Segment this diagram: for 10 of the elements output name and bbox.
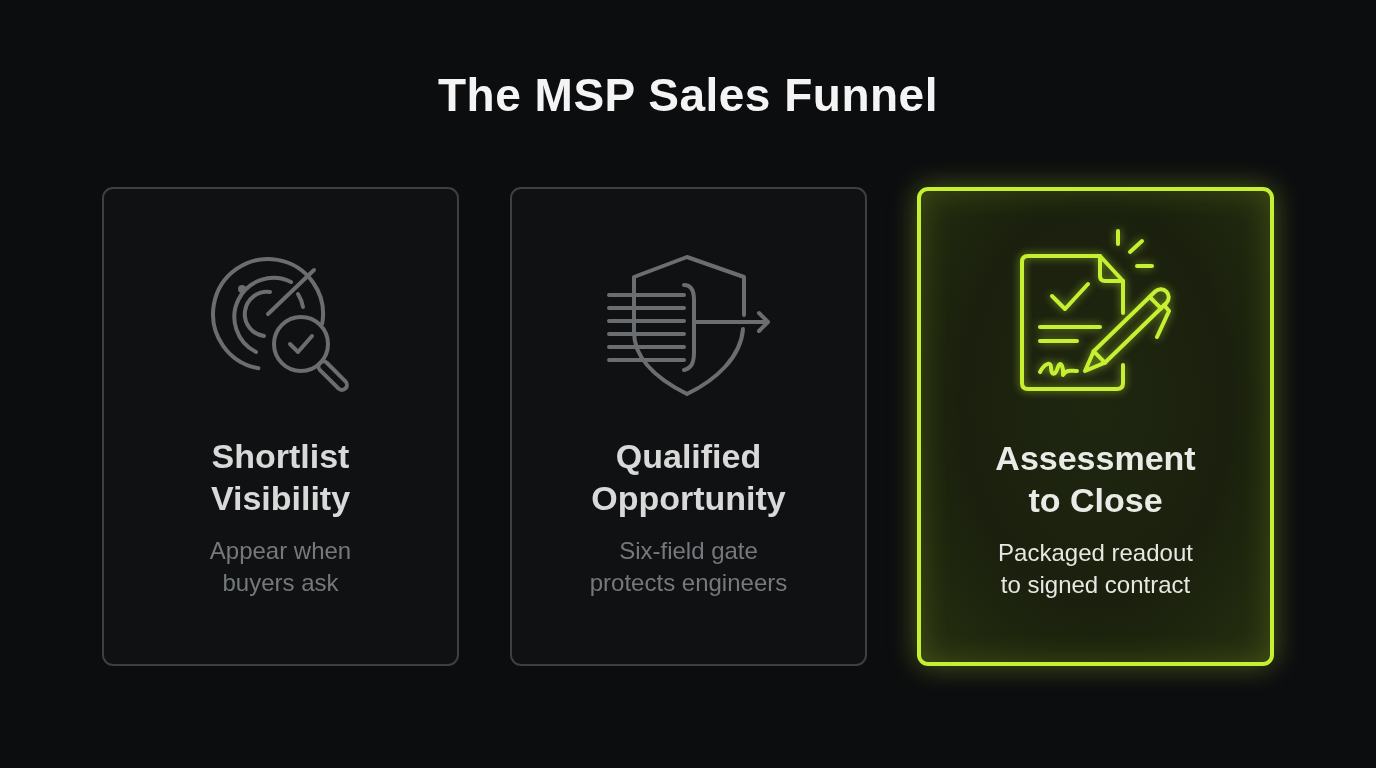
diagram-title: The MSP Sales Funnel xyxy=(438,69,938,121)
stage-card xyxy=(102,187,459,666)
stage-card xyxy=(917,187,1274,666)
card-heading: Qualified Opportunity xyxy=(590,436,787,519)
card-description: Appear when buyers ask xyxy=(208,536,353,598)
card-description: Six-field gate protects engineers xyxy=(588,536,789,598)
card-heading: Assessment to Close xyxy=(994,438,1197,521)
card-heading: Shortlist Visibility xyxy=(209,436,352,519)
card-description: Packaged readout to signed contract xyxy=(997,538,1194,600)
stage-card xyxy=(510,187,867,666)
